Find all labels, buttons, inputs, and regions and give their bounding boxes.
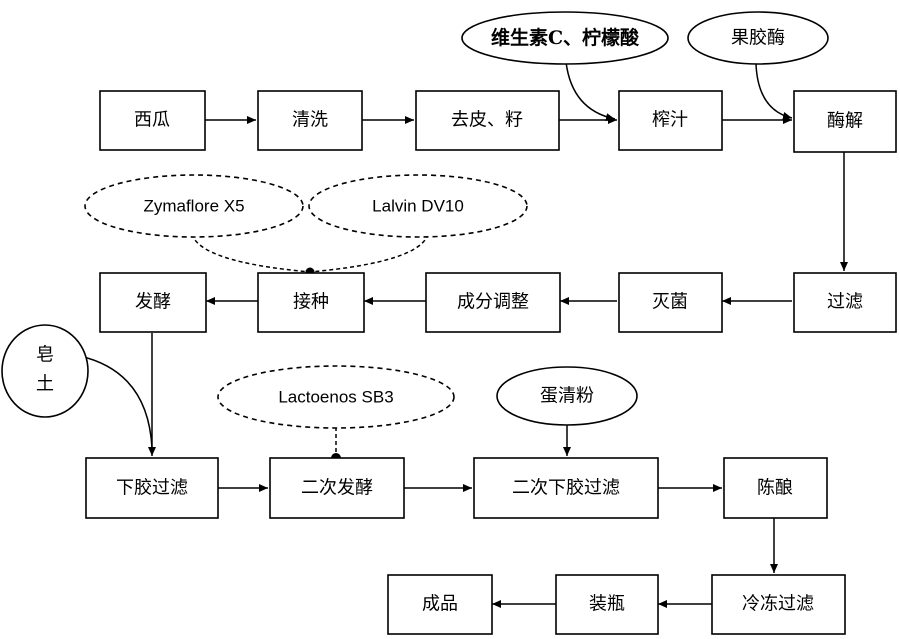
input-bentonite-label-1: 皂: [36, 345, 54, 366]
step-product: 成品: [387, 574, 493, 635]
input-yeast-lalvin-label: Lalvin DV10: [372, 197, 464, 216]
step-bottle-label: 装瓶: [589, 594, 625, 615]
step-watermelon-label: 西瓜: [134, 110, 170, 131]
edge-yeast2-inoculate: [309, 233, 429, 273]
step-peel-seed-label: 去皮、籽: [451, 110, 523, 131]
edge-bentonite-fining: [79, 355, 153, 449]
step-adjust-label: 成分调整: [457, 292, 529, 313]
step-juice: 榨汁: [618, 90, 723, 151]
step-juice-label: 榨汁: [652, 110, 688, 131]
input-egg-white: 蛋清粉: [496, 366, 638, 426]
step-aging: 陈酿: [723, 457, 828, 519]
step-fining-filter: 下胶过滤: [85, 457, 219, 519]
input-nodes: 维生素C、柠檬酸 果胶酶 Zymaflore X5 Lalvin DV10 皂 …: [1, 11, 829, 429]
input-vitamin-c-citric-label: 维生素C、柠檬酸: [491, 26, 640, 49]
edge-vitc-juice: [565, 61, 616, 122]
step-peel-seed: 去皮、籽: [415, 90, 560, 151]
step-ferment: 发酵: [99, 272, 207, 333]
input-yeast-lalvin: Lalvin DV10: [308, 174, 528, 238]
step-sterilize-label: 灭菌: [652, 292, 688, 313]
step-cold-filter-label: 冷冻过滤: [742, 594, 814, 615]
input-pectinase: 果胶酶: [687, 11, 829, 65]
step-enzymolysis: 酶解: [793, 90, 897, 153]
process-steps: 西瓜 清洗 去皮、籽 榨汁 酶解 过滤 灭菌 成分调整: [85, 90, 897, 635]
input-lactoenos-label: Lactoenos SB3: [278, 388, 393, 407]
input-egg-white-label: 蛋清粉: [540, 386, 594, 407]
step-second-ferment-label: 二次发酵: [301, 478, 373, 499]
step-wash-label: 清洗: [292, 110, 328, 131]
input-bentonite: 皂 土 皂土: [1, 324, 89, 418]
step-second-ferment: 二次发酵: [269, 457, 405, 519]
step-aging-label: 陈酿: [757, 478, 793, 499]
step-ferment-label: 发酵: [135, 292, 171, 313]
step-watermelon: 西瓜: [99, 90, 206, 151]
edge-yeast1-inoculate: [191, 233, 311, 273]
step-enzymolysis-label: 酶解: [827, 111, 863, 132]
step-second-fining-label: 二次下胶过滤: [512, 478, 620, 499]
step-cold-filter: 冷冻过滤: [711, 574, 846, 635]
edge-pectinase-enzymolysis: [755, 63, 793, 120]
step-inoculate-label: 接种: [293, 292, 329, 313]
input-pectinase-label: 果胶酶: [731, 28, 785, 49]
input-yeast-zymaflore: Zymaflore X5: [84, 174, 304, 238]
step-second-fining: 二次下胶过滤: [473, 457, 659, 519]
input-vitamin-c-citric: 维生素C、柠檬酸: [461, 11, 669, 65]
input-bentonite-label-2: 土: [36, 374, 54, 395]
step-bottle: 装瓶: [555, 574, 659, 635]
step-product-label: 成品: [422, 594, 458, 615]
step-filter: 过滤: [793, 272, 897, 333]
input-yeast-zymaflore-label: Zymaflore X5: [143, 197, 244, 216]
step-inoculate: 接种: [257, 272, 365, 333]
step-fining-filter-label: 下胶过滤: [116, 478, 188, 499]
step-adjust: 成分调整: [425, 272, 561, 333]
input-lactoenos: Lactoenos SB3: [217, 365, 455, 429]
step-sterilize: 灭菌: [618, 272, 723, 333]
step-filter-label: 过滤: [827, 292, 863, 313]
step-wash: 清洗: [257, 90, 363, 151]
